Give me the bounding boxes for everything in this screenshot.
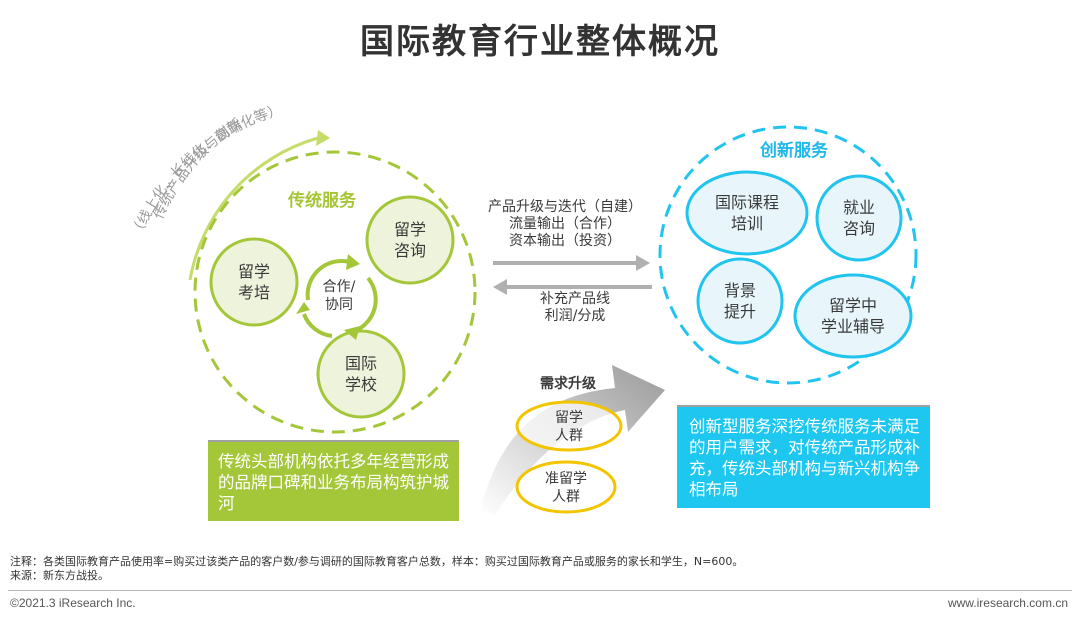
study-guidance-label: 留学中 学业辅导 — [820, 296, 885, 336]
website-link[interactable]: www.iresearch.com.cn — [947, 596, 1068, 610]
traditional-summary-box: 传统头部机构依托多年经营形成的品牌口碑和业务布局构筑护城河 — [208, 440, 459, 521]
demand-upgrade-arrow — [480, 365, 665, 515]
pre-study-abroad-group-ellipse — [515, 460, 617, 514]
study-abroad-consulting-circle — [365, 195, 455, 285]
intl-course-circle — [685, 170, 809, 256]
upgrade-arc — [188, 136, 319, 281]
international-school-label: 国际 学校 — [344, 354, 377, 394]
note-text: 注释：各类国际教育产品使用率=购买过该类产品的客户数/参与调研的国际教育客户总数… — [10, 555, 744, 568]
footer-divider — [8, 590, 1072, 591]
traditional-services-label: 传统服务 — [288, 191, 356, 211]
upgrade-arc-arrowhead — [316, 130, 330, 146]
study-abroad-group-label: 留学 人群 — [555, 410, 583, 444]
employment-consulting-label: 就业 咨询 — [842, 198, 875, 238]
background-circle — [696, 257, 784, 345]
copyright-text: ©2021.3 iResearch Inc. — [10, 596, 136, 610]
right-flow-arrow — [493, 255, 650, 271]
traditional-services-ring — [193, 150, 477, 434]
intl-course-label: 国际课程 培训 — [714, 193, 779, 233]
international-school-circle — [316, 329, 406, 419]
pre-study-abroad-group-label: 准留学 人群 — [545, 471, 587, 505]
employment-consulting-circle — [815, 174, 903, 262]
innovative-summary-box: 创新型服务深挖传统服务未满足的用户需求，对传统产品形成补充，传统头部机构与新兴机… — [677, 405, 930, 508]
exam-training-circle — [209, 237, 299, 327]
innovative-services-ring — [658, 125, 918, 385]
source-text: 来源：新东方战投。 — [10, 569, 109, 582]
flow-left-label: 补充产品线 利润/分成 — [540, 291, 610, 324]
flow-right-label: 产品升级与迭代（自建） 流量输出（合作） 资本输出（投资） — [488, 199, 642, 249]
page-title: 国际教育行业整体概况 — [360, 22, 720, 62]
demand-upgrade-label: 需求升级 — [540, 376, 596, 392]
study-abroad-group-ellipse — [515, 400, 623, 452]
background-label: 背景 提升 — [723, 281, 756, 321]
left-flow-arrow — [493, 279, 652, 295]
cooperation-label: 合作/ 协同 — [322, 279, 356, 313]
arc-label-line2: （线上化、长线化、高端化等） — [129, 102, 284, 239]
study-abroad-consulting-label: 留学 咨询 — [393, 220, 426, 260]
study-guidance-circle — [793, 273, 913, 359]
innovative-services-label: 创新服务 — [760, 141, 828, 161]
exam-training-label: 留学 考培 — [237, 262, 270, 302]
